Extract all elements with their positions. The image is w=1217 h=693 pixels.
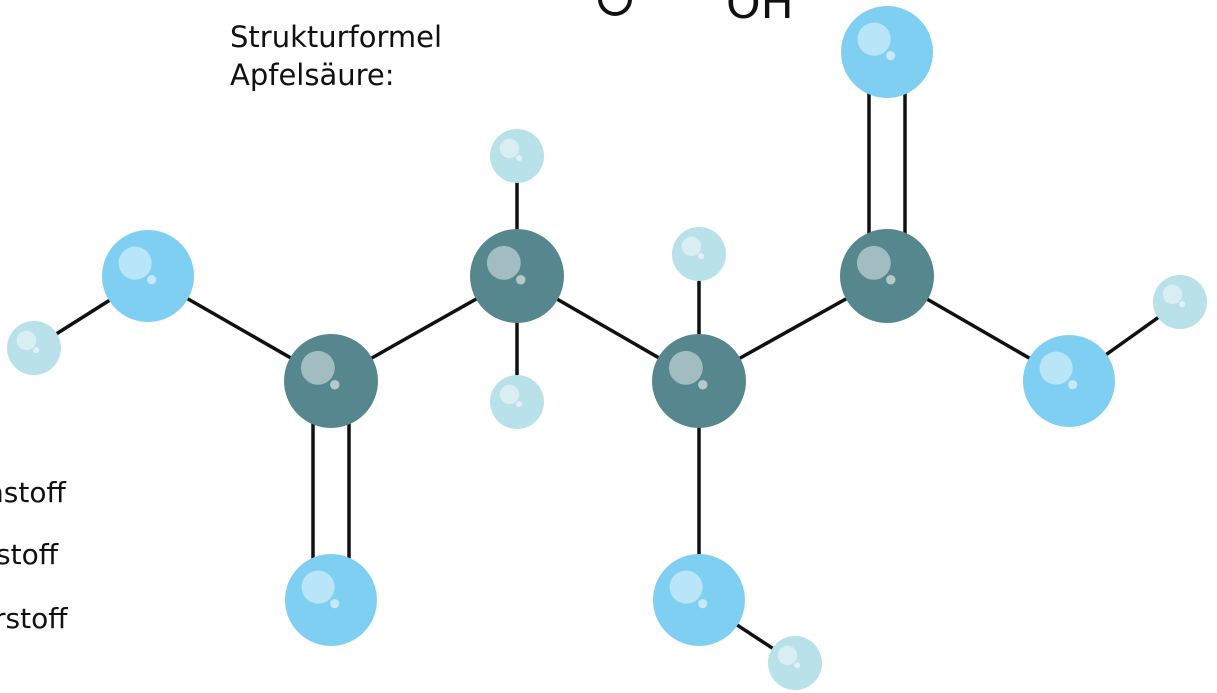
title-line-1: Strukturformel (230, 20, 443, 54)
atom-carbon-c1 (284, 334, 378, 428)
diagram-title: Strukturformel Apfelsäure: (230, 18, 442, 94)
atom-oxygen-o3 (653, 554, 745, 646)
atoms (7, 6, 1207, 690)
bonds (33, 52, 1182, 665)
atom-oxygen-o5 (1023, 335, 1115, 427)
atom-oxygen-o4 (841, 6, 933, 98)
atom-oxygen-o1 (102, 230, 194, 322)
legend-item-carbon: nstoff (0, 476, 66, 509)
atom-hydrogen-h6 (1153, 275, 1207, 329)
legend-item-hydrogen: rstoff (0, 602, 68, 635)
atom-hydrogen-h1 (7, 321, 61, 375)
atom-carbon-c3 (652, 334, 746, 428)
atom-hydrogen-h4 (672, 227, 726, 281)
title-line-2: Apfelsäure: (230, 58, 395, 92)
top-fragment-clip: OH (0, 0, 1217, 22)
atom-hydrogen-h5 (768, 636, 822, 690)
atom-hydrogen-h3 (490, 375, 544, 429)
top-fragment-oh: OH (726, 0, 794, 22)
atom-hydrogen-h2 (490, 129, 544, 183)
legend: nstoff stoff rstoff (0, 470, 120, 650)
atom-carbon-c2 (470, 229, 564, 323)
legend-item-oxygen: stoff (0, 538, 58, 571)
atom-carbon-c4 (840, 229, 934, 323)
atom-oxygen-o2 (285, 554, 377, 646)
